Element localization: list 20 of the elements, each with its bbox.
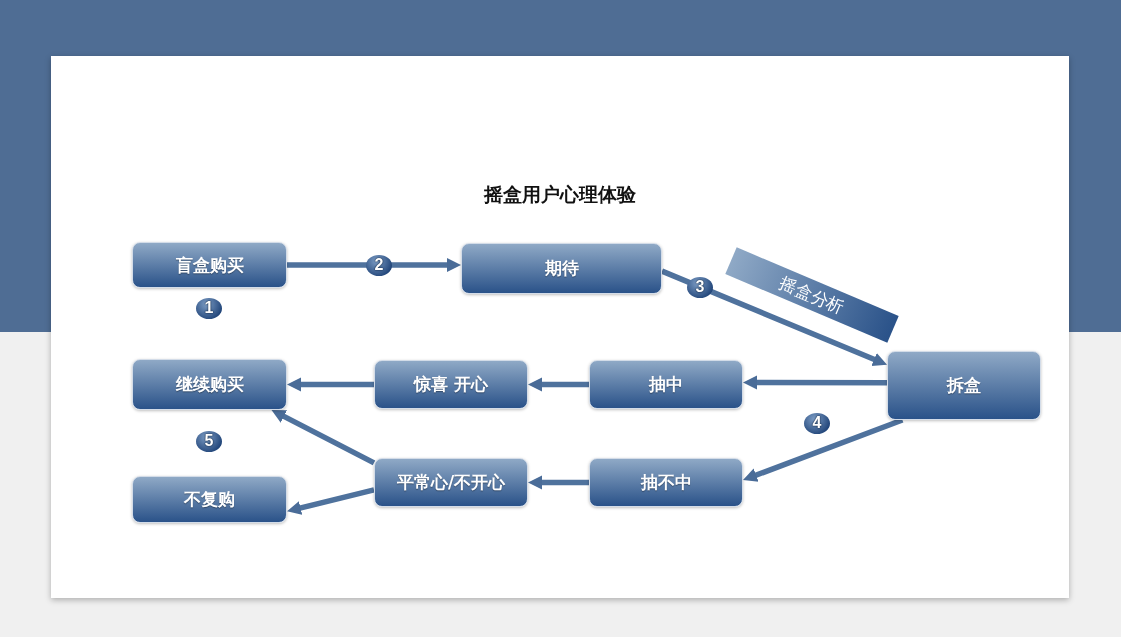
arrow [660, 268, 889, 368]
arrow [270, 407, 376, 466]
process-box: 不复购 [132, 476, 287, 523]
process-box: 盲盒购买 [132, 242, 287, 288]
process-box: 抽不中 [589, 458, 743, 507]
process-box: 平常心/不开心 [374, 458, 528, 507]
arrow [742, 417, 904, 483]
arrow [528, 377, 589, 392]
process-box: 期待 [461, 243, 662, 294]
process-box: 继续购买 [132, 359, 287, 410]
edge-label: 摇盒分析 [725, 247, 899, 343]
arrow [287, 257, 461, 272]
arrow [528, 475, 589, 490]
title: 摇盒用户心理体验 [482, 182, 637, 207]
process-box: 抽中 [589, 360, 743, 409]
process-box: 拆盒 [887, 351, 1041, 420]
arrow [287, 377, 374, 392]
arrow [743, 375, 887, 390]
arrow [286, 487, 375, 515]
process-box: 惊喜 开心 [374, 360, 528, 409]
